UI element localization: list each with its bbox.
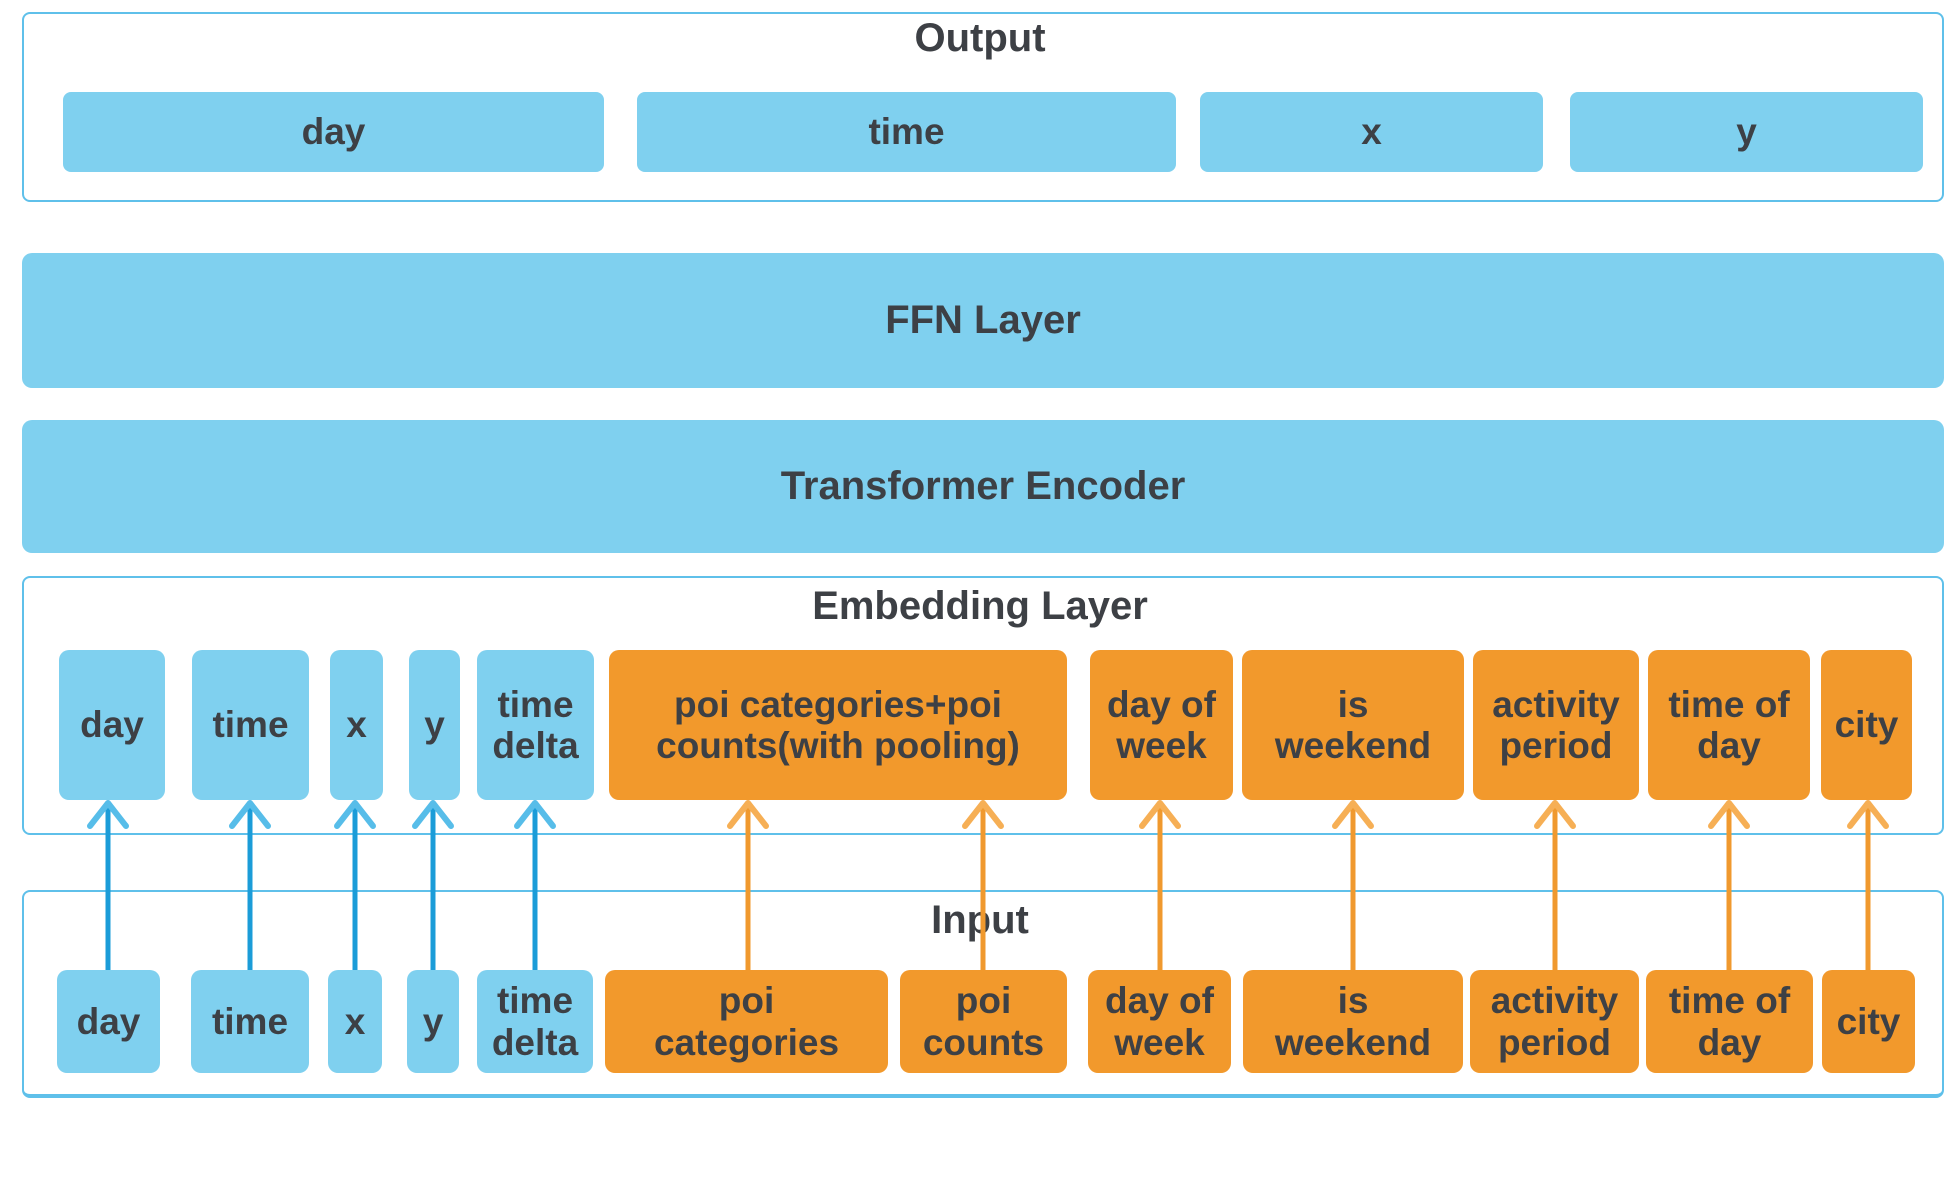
input-box-x: x (328, 970, 382, 1073)
input-box-y: y (407, 970, 459, 1073)
output-title: Output (914, 16, 1046, 60)
ffn-layer-bar: FFN Layer (22, 253, 1944, 388)
output-box-day: day (63, 92, 604, 172)
output-box-x: x (1200, 92, 1543, 172)
output-box-time: time (637, 92, 1176, 172)
transformer-encoder-bar: Transformer Encoder (22, 420, 1944, 553)
embedding-box-activity-period: activity period (1473, 650, 1639, 800)
input-box-city: city (1822, 970, 1915, 1073)
input-title: Input (931, 898, 1029, 942)
input-box-day-of-week: day of week (1088, 970, 1231, 1073)
embedding-box-day: day (59, 650, 165, 800)
embedding-box-y: y (409, 650, 460, 800)
input-box-is-weekend: is weekend (1243, 970, 1463, 1073)
input-box-time: time (191, 970, 309, 1073)
output-box-y: y (1570, 92, 1923, 172)
input-box-time-delta: time delta (477, 970, 593, 1073)
input-box-activity-period: activity period (1470, 970, 1639, 1073)
input-box-poi-counts: poi counts (900, 970, 1067, 1073)
embedding-box-city: city (1821, 650, 1912, 800)
embedding-box-time: time (192, 650, 309, 800)
embedding-box-time-delta: time delta (477, 650, 594, 800)
embedding-box-time-of-day: time of day (1648, 650, 1810, 800)
input-box-day: day (57, 970, 160, 1073)
embedding-box-poi-pooled: poi categories+poi counts(with pooling) (609, 650, 1067, 800)
input-box-time-of-day: time of day (1646, 970, 1813, 1073)
embedding-box-is-weekend: is weekend (1242, 650, 1464, 800)
input-box-poi-categories: poi categories (605, 970, 888, 1073)
embedding-box-day-of-week: day of week (1090, 650, 1233, 800)
embedding-title: Embedding Layer (812, 584, 1148, 628)
embedding-box-x: x (330, 650, 383, 800)
